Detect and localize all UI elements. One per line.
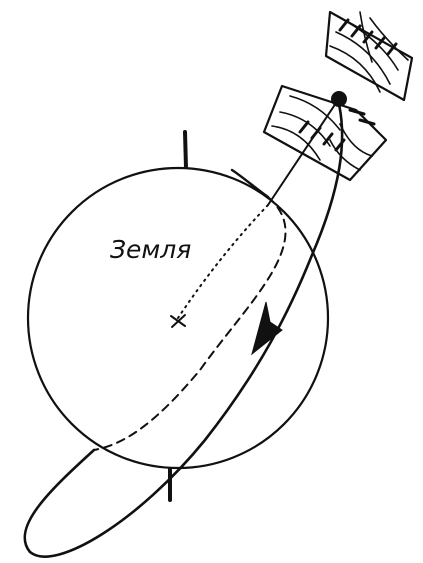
satellite-body-icon xyxy=(331,91,347,107)
earth-label: Земля xyxy=(110,235,191,264)
axis-north-stub xyxy=(185,132,186,168)
satellite-hatch-marks xyxy=(300,20,396,150)
satellite-panel-upper xyxy=(326,12,412,100)
satellite xyxy=(264,12,412,180)
satellite-panel-lower xyxy=(264,86,386,180)
